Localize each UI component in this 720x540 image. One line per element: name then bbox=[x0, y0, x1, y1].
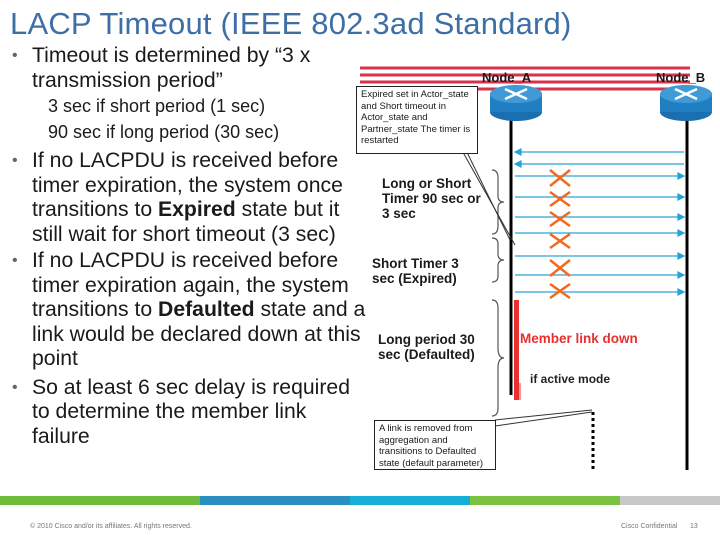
bullet-timeout: • Timeout is determined by “3 x transmis… bbox=[12, 44, 311, 92]
active-mode-label: if active mode bbox=[530, 372, 611, 386]
router-icon-node-b bbox=[658, 84, 714, 122]
node-a-label: Node_A bbox=[482, 70, 532, 85]
lacpdu-arrows bbox=[513, 148, 686, 296]
page-number: 13 bbox=[690, 523, 698, 530]
slide-title: LACP Timeout (IEEE 802.3ad Standard) bbox=[10, 6, 572, 41]
footer-bar-segment bbox=[0, 496, 200, 505]
footer-confidential: Cisco Confidential bbox=[621, 523, 678, 530]
long-short-timer-label: Long or Short Timer 90 sec or 3 sec bbox=[382, 176, 481, 221]
footer-bar-segment bbox=[350, 496, 470, 505]
footer-bar-segment bbox=[200, 496, 350, 505]
router-icon-node-a bbox=[488, 84, 544, 122]
footer-color-bar bbox=[0, 496, 720, 505]
footer-bar-segment bbox=[470, 496, 620, 505]
bullet-delay: • So at least 6 sec delay is required to… bbox=[12, 375, 350, 448]
bullet-dot: • bbox=[12, 252, 18, 269]
bullet-dot: • bbox=[12, 152, 18, 169]
member-link-down-label: Member link down bbox=[520, 331, 638, 346]
sub-bullet-short: 3 sec if short period (1 sec) bbox=[48, 96, 266, 116]
bullet-defaulted: • If no LACPDU is received before timer … bbox=[12, 249, 366, 370]
member-down-bar bbox=[514, 300, 519, 400]
footer-copyright: © 2010 Cisco and/or its affiliates. All … bbox=[30, 523, 192, 530]
bullet-list: • Timeout is determined by “3 x transmis… bbox=[8, 44, 368, 449]
footer-bar-segment bbox=[620, 496, 720, 505]
timer-braces bbox=[491, 169, 505, 417]
node-b-label: Node_B bbox=[656, 70, 706, 85]
expired-callout: Expired set in Actor_state and Short tim… bbox=[356, 86, 478, 154]
sub-bullet-long: 90 sec if long period (30 sec) bbox=[48, 122, 280, 142]
long-period-label: Long period 30 sec (Defaulted) bbox=[378, 332, 475, 362]
lost-packet-crosses bbox=[549, 169, 571, 300]
bullet-dot: • bbox=[12, 378, 18, 396]
short-timer-label: Short Timer 3 sec (Expired) bbox=[372, 256, 459, 286]
bullet-expired: • If no LACPDU is received before timer … bbox=[12, 149, 343, 246]
bullet-dot: • bbox=[12, 47, 18, 64]
link-removed-callout: A link is removed from aggregation and t… bbox=[374, 420, 496, 470]
